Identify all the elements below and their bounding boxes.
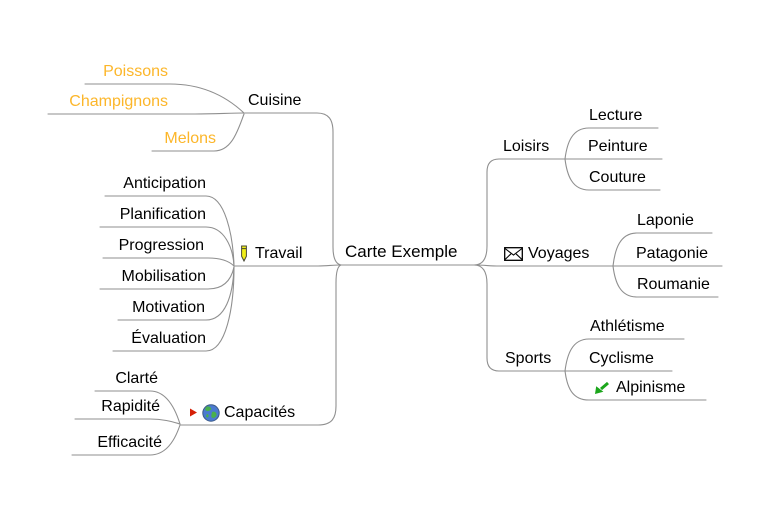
edge-planification	[99, 226, 235, 267]
node-progression[interactable]: Progression	[118, 237, 204, 254]
edge-athletisme	[564, 338, 685, 372]
edge-loisirs	[473, 158, 566, 266]
node-roumanie[interactable]: Roumanie	[637, 276, 710, 293]
edge-poissons	[84, 83, 245, 114]
node-athletisme[interactable]: Athlétisme	[590, 318, 665, 335]
edge-voyages	[473, 264, 614, 267]
edge-travail	[233, 264, 342, 267]
edge-clarte	[94, 390, 181, 425]
node-voyages[interactable]: Voyages	[504, 244, 589, 263]
node-loisirs[interactable]: Loisirs	[503, 138, 550, 155]
node-champignons[interactable]: Champignons	[69, 93, 168, 110]
edge-roumanie	[612, 265, 719, 298]
node-anticipation[interactable]: Anticipation	[123, 175, 206, 192]
node-lecture[interactable]: Lecture	[589, 107, 643, 124]
node-patagonie[interactable]: Patagonie	[636, 245, 709, 262]
edge-alpinisme	[564, 370, 707, 401]
node-clarte[interactable]: Clarté	[115, 370, 158, 387]
edge-couture	[564, 158, 661, 191]
edge-champignons	[47, 112, 245, 115]
node-alpinisme-label: Alpinisme	[616, 379, 686, 396]
pencil-icon	[241, 245, 247, 262]
node-motivation[interactable]: Motivation	[132, 299, 205, 316]
node-poissons[interactable]: Poissons	[103, 63, 168, 80]
edge-capacites	[179, 264, 342, 426]
envelope-icon	[504, 246, 523, 261]
node-alpinisme[interactable]: Alpinisme	[594, 378, 685, 397]
node-rapidite[interactable]: Rapidité	[101, 398, 160, 415]
node-cuisine[interactable]: Cuisine	[248, 92, 302, 109]
node-travail-label: Travail	[255, 245, 303, 262]
node-peinture[interactable]: Peinture	[588, 138, 648, 155]
edge-mobilisation	[99, 266, 235, 290]
node-planification[interactable]: Planification	[119, 206, 206, 223]
node-mobilisation[interactable]: Mobilisation	[121, 268, 206, 285]
red-link-arrow-icon	[190, 408, 197, 417]
globe-icon	[202, 403, 220, 422]
edge-melons	[151, 113, 245, 152]
edge-efficacite	[71, 424, 181, 456]
node-travail[interactable]: Travail	[238, 244, 302, 263]
edge-cuisine	[244, 112, 342, 266]
node-voyages-label: Voyages	[528, 245, 590, 262]
node-laponie[interactable]: Laponie	[637, 212, 694, 229]
node-capacites[interactable]: Capacités	[189, 403, 295, 422]
node-evaluation[interactable]: Évaluation	[131, 330, 206, 347]
green-back-arrow-icon	[595, 381, 609, 394]
edge-progression	[102, 257, 235, 267]
edge-anticipation	[104, 195, 235, 267]
edge-sports	[473, 264, 566, 372]
edge-lecture	[564, 127, 659, 160]
node-melons[interactable]: Melons	[164, 130, 216, 147]
node-couture[interactable]: Couture	[589, 169, 646, 186]
edge-laponie	[612, 232, 713, 267]
node-sports[interactable]: Sports	[505, 350, 552, 367]
node-carte-exemple[interactable]: Carte Exemple	[345, 242, 458, 261]
node-efficacite[interactable]: Efficacité	[97, 434, 162, 451]
node-capacites-label: Capacités	[224, 404, 296, 421]
edge-evaluation	[112, 266, 235, 352]
node-cyclisme[interactable]: Cyclisme	[589, 350, 654, 367]
edge-rapidite	[74, 418, 181, 425]
